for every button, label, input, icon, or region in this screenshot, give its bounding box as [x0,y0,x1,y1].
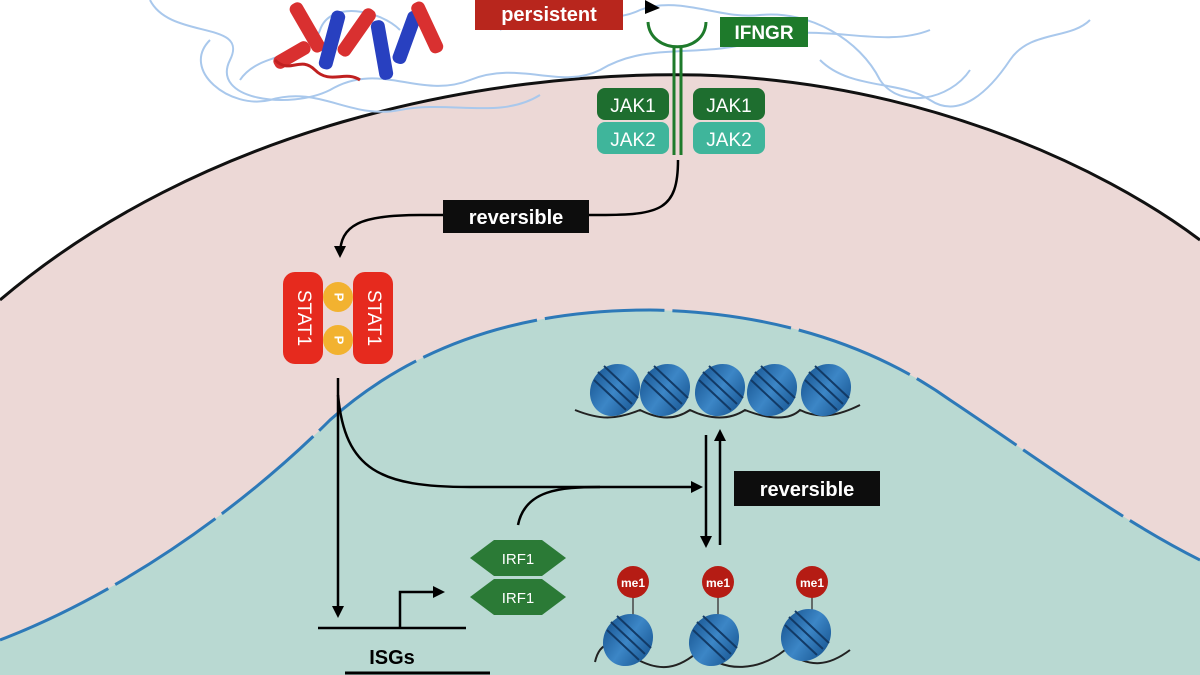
persistent-label-box [475,0,623,30]
reversible-top-box [443,200,589,233]
jak2-left: JAK2 [597,122,669,154]
jak2-left-label: JAK2 [610,130,655,151]
irf1-top-label: IRF1 [502,551,535,568]
irf1-dimer: IRF1 IRF1 [470,540,566,615]
me1-label-1: me1 [621,576,645,590]
binding-arrowhead [645,0,660,14]
me1-label-3: me1 [800,576,824,590]
open-nucleosome-3 [780,608,832,662]
jak1-left-label: JAK1 [610,96,655,117]
compact-chromatin [574,363,861,419]
me1-label-2: me1 [706,576,730,590]
stat1-dimer: STAT1 STAT1 P P [283,272,393,364]
jak2-right: JAK2 [693,122,765,154]
jak2-right-label: JAK2 [706,130,751,151]
nucleosome-3 [694,363,746,417]
me1-mark-3: me1 [796,566,828,620]
stat1-right-label: STAT1 [363,290,384,346]
ifngr-label: IFNGR [734,23,793,44]
ifngr-label-box [720,17,808,47]
arrow-stat1-to-chromatin [336,394,703,493]
nucleus-region [0,310,1200,675]
isgs-label: ISGs [369,647,415,669]
reversible-top-label: reversible [469,207,564,229]
phospho-top-label: P [332,293,347,302]
open-chromatin: me1 me1 me1 [594,566,851,669]
irf1-bottom-label: IRF1 [502,590,535,607]
phospho-bottom-label: P [332,336,347,345]
persistent-label: persistent [501,4,597,26]
jak1-right-label: JAK1 [706,96,751,117]
jak1-right: JAK1 [693,88,765,120]
nuclear-envelope [0,308,1200,642]
reversible-right-label: reversible [760,479,855,501]
ifngr-receptor [646,21,708,155]
open-nucleosome-2 [688,613,740,667]
nucleosome-4 [746,363,798,417]
stat1-left-label: STAT1 [293,290,314,346]
transcription-start-arrow [398,586,445,628]
open-nucleosome-1 [602,613,654,667]
nucleosome-5 [800,363,852,417]
arrow-irf1-to-chromatin [516,485,601,526]
me1-mark-2: me1 [702,566,734,620]
arrow-receptor-to-stat1 [334,159,680,258]
jak1-left: JAK1 [597,88,669,120]
reversible-right-box [734,471,880,506]
me1-mark-1: me1 [617,566,649,620]
nucleosome-1 [589,363,641,417]
plasma-membrane [0,73,1200,302]
nucleosome-2 [639,363,691,417]
